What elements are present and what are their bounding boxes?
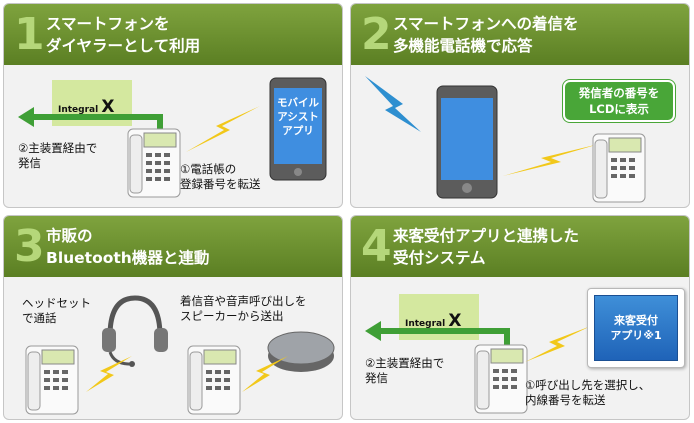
office-phone-icon-3 <box>25 345 79 415</box>
panel-4-number: 4 <box>361 221 392 272</box>
panel-1-title: スマートフォンを ダイヤラーとして利用 <box>46 15 201 55</box>
headset-icon <box>102 295 168 367</box>
integral-x-logo-2: Integral X <box>405 311 462 331</box>
office-phone-icon-4 <box>187 345 241 415</box>
panel-4-header: 4 来客受付アプリと連携した 受付システム <box>351 216 689 277</box>
office-phone-icon-5 <box>474 344 528 414</box>
panel-3-text-b: 着信音や音声呼び出しを スピーカーから送出 <box>180 294 307 323</box>
panel-3: 3 市販の Bluetooth機器と連動 ヘッドセット で通話 着信音や音声呼び… <box>3 215 343 420</box>
panel-1-number: 1 <box>14 9 45 60</box>
callout-caller-id: 発信者の番号を LCDに表示 <box>563 80 675 122</box>
smartphone-icon <box>269 77 327 181</box>
panel-4-title: 来客受付アプリと連携した 受付システム <box>393 227 580 267</box>
office-phone-icon-2 <box>592 133 646 203</box>
tablet-screen-text: 来客受付 アプリ※1 <box>594 295 678 361</box>
lightning-icon <box>186 106 260 152</box>
panel-1-text-b: ①電話帳の 登録番号を転送 <box>180 162 261 191</box>
panel-3-number: 3 <box>14 221 45 272</box>
arrow-left-icon <box>18 107 34 127</box>
arrow-line <box>32 114 160 120</box>
panel-3-text-a: ヘッドセット で通話 <box>22 296 91 325</box>
panel-3-header: 3 市販の Bluetooth機器と連動 <box>4 216 342 277</box>
panel-4-text-a: ②主装置経由で 発信 <box>365 356 445 385</box>
panel-4-text-b: ①呼び出し先を選択し、 内線番号を転送 <box>525 378 651 407</box>
arrow-line-2 <box>379 328 507 334</box>
integral-x-logo: Integral X <box>58 97 115 117</box>
panel-4: 4 来客受付アプリと連携した 受付システム Integral X ②主装置経由で… <box>350 215 690 420</box>
arrow-left-icon-2 <box>365 321 381 341</box>
tablet-icon: 来客受付 アプリ※1 <box>587 288 685 368</box>
panel-2: 2 スマートフォンへの着信を 多機能電話機で応答 発信者の番号を LCDに表示 <box>350 3 690 208</box>
speaker-icon <box>267 331 335 372</box>
panel-1: 1 スマートフォンを ダイヤラーとして利用 Integral X ②主装置経由で… <box>3 3 343 208</box>
lightning-icon-4 <box>242 356 288 392</box>
lightning-blue-icon <box>365 76 421 132</box>
lightning-icon-3 <box>86 356 132 392</box>
smartphone-icon-2 <box>436 85 498 199</box>
panel-1-text-a: ②主装置経由で 発信 <box>18 141 98 170</box>
panel-1-header: 1 スマートフォンを ダイヤラーとして利用 <box>4 4 342 65</box>
phone-screen-text: モバイル アシスト アプリ <box>277 97 319 137</box>
lightning-icon-2 <box>503 144 599 176</box>
panel-2-number: 2 <box>361 9 392 60</box>
panel-2-title: スマートフォンへの着信を 多機能電話機で応答 <box>393 15 579 55</box>
lightning-icon-5 <box>525 326 591 362</box>
panel-3-title: 市販の Bluetooth機器と連動 <box>46 227 210 267</box>
office-phone-icon <box>127 128 181 198</box>
panel-2-header: 2 スマートフォンへの着信を 多機能電話機で応答 <box>351 4 689 65</box>
